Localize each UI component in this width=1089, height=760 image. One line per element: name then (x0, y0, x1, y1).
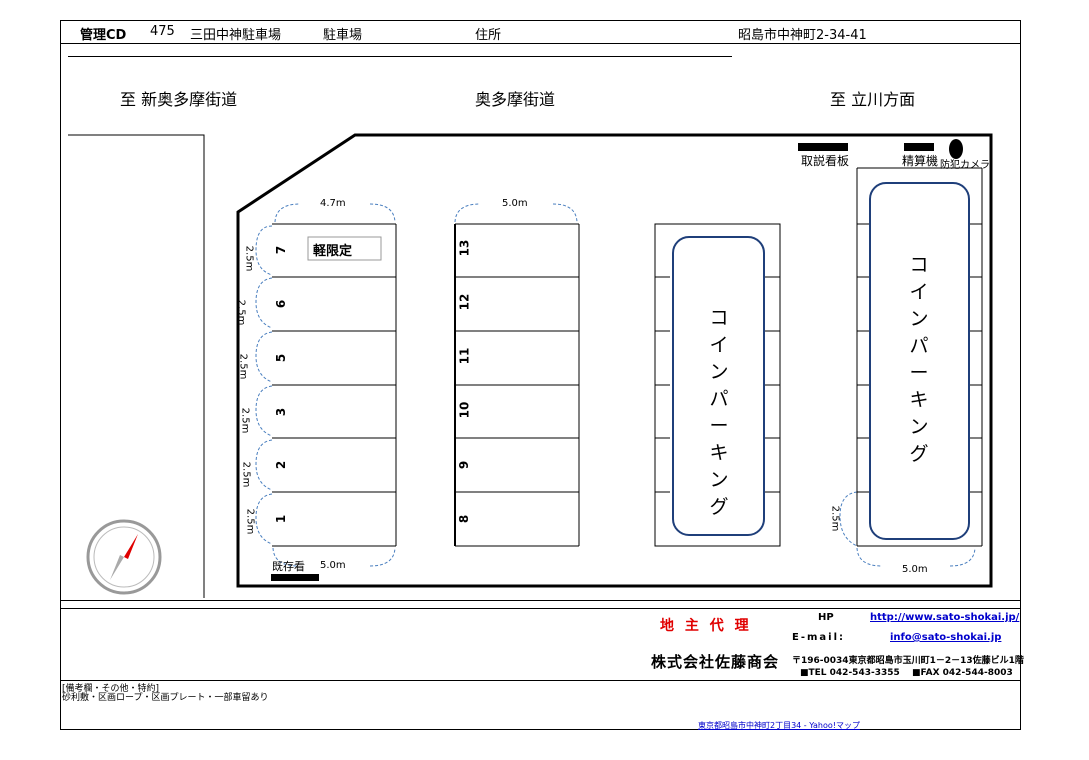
left-stall-block (272, 223, 397, 547)
dim-stall: 2.5m (243, 245, 255, 272)
address-label: 住所 (475, 28, 502, 43)
fax: ■FAX 042-544-8003 (912, 668, 1013, 678)
road-left: 至 新奥多摩街道 (120, 90, 238, 109)
coin-block-2 (856, 167, 983, 547)
camera-label: 防犯カメラ (940, 160, 990, 171)
coin-char: ー (709, 415, 729, 437)
neighbor-building-outline (68, 134, 205, 598)
dim-top-mid: 5.0m (502, 198, 528, 209)
coin-frame-2 (869, 182, 970, 540)
stall-number: 10 (457, 401, 472, 419)
tel: ■TEL 042-543-3355 (800, 668, 900, 678)
dim-stall: 2.5m (237, 353, 249, 380)
stall-number: 12 (457, 293, 472, 311)
coin-char: イ (709, 334, 729, 356)
coin-char: パ (709, 388, 729, 410)
hp-link[interactable]: http://www.sato-shokai.jp/ (870, 612, 1020, 623)
stall-number: 6 (274, 299, 289, 309)
sheet-frame (60, 44, 1021, 730)
agent-label: 地 主 代 理 (660, 618, 752, 634)
stall-number: 7 (274, 245, 289, 255)
dim-stall: 2.5m (240, 461, 252, 488)
coin-char: ン (709, 469, 729, 491)
dim-stall: 2.5m (235, 299, 247, 326)
dim-top-left: 4.7m (320, 198, 346, 209)
footer-inner-line (60, 608, 1021, 609)
sign-label: 取説看板 (801, 154, 850, 168)
divider-line (68, 56, 732, 57)
stall-number: 9 (457, 460, 472, 470)
company-name: 株式会社佐藤商会 (651, 653, 780, 671)
company-address: 〒196-0034東京都昭島市玉川町1－2－13佐藤ビル1階 (792, 656, 1024, 666)
email-link[interactable]: info@sato-shokai.jp (890, 632, 1002, 643)
compass-icon (86, 519, 162, 595)
coin-char: パ (909, 335, 929, 357)
notes-title: [備考欄・その他・特約] (62, 684, 160, 694)
coin-char: コ (909, 254, 929, 276)
dim-bottom-right: 5.0m (902, 564, 928, 575)
kei-label: 軽限定 (313, 244, 353, 259)
notes-body: 砂利敷・区画ロープ・区画プレート・一部車留あり (62, 693, 269, 703)
mgmt-label: 管理CD (80, 28, 127, 43)
stall-number: 11 (457, 347, 472, 365)
notes-line (60, 680, 1021, 681)
dim-stall: 2.5m (244, 508, 256, 535)
stall-number: 5 (274, 353, 289, 363)
hp-label: HP (818, 612, 834, 623)
lot-name: 三田中神駐車場 (190, 28, 282, 43)
payment-label: 精算機 (902, 154, 939, 168)
header-frame (60, 20, 1021, 44)
payment-machine (904, 143, 934, 151)
coin-char: ー (909, 362, 929, 384)
coin-char: キ (709, 442, 729, 464)
stall-number: 8 (457, 514, 472, 524)
kei-box (307, 236, 382, 261)
dim-stall: 2.5m (239, 407, 251, 434)
category: 駐車場 (323, 28, 363, 43)
lot-boundary (236, 133, 993, 588)
existing-label: 既存看 (272, 560, 305, 573)
coin-char: ン (709, 361, 729, 383)
road-right: 至 立川方面 (830, 90, 916, 109)
coin-parking-label-1: コ イ ン パ ー キ ン グ (706, 305, 732, 521)
mid-stall-block (454, 223, 580, 547)
sign-board (798, 143, 848, 151)
coin-frame-1 (672, 236, 765, 536)
stall-number: 1 (274, 514, 289, 524)
coin-char: イ (909, 281, 929, 303)
existing-sign (271, 574, 319, 581)
camera-icon (949, 139, 963, 159)
map-link[interactable]: 東京都昭島市中神町2丁目34 - Yahoo!マップ (698, 721, 860, 730)
stall-number: 2 (274, 460, 289, 470)
dim-bottom-left: 5.0m (320, 560, 346, 571)
footer-frame (60, 600, 1021, 611)
coin-parking-label-2: コ イ ン パ ー キ ン グ (906, 252, 932, 468)
coin-char: グ (909, 443, 929, 465)
dim-stall: 2.5m (829, 505, 841, 532)
coin-char: コ (709, 307, 729, 329)
coin-char: グ (709, 496, 729, 518)
stall-number: 3 (274, 407, 289, 417)
coin-char: ン (909, 416, 929, 438)
coin-char: キ (909, 389, 929, 411)
coin-char: ン (909, 308, 929, 330)
address: 昭島市中神町2-34-41 (738, 28, 867, 43)
coin-block-1 (654, 223, 781, 547)
mgmt-code: 475 (150, 24, 175, 39)
stall-number: 13 (457, 239, 472, 257)
road-center: 奥多摩街道 (475, 90, 556, 109)
email-label: E-mail: (792, 632, 846, 643)
